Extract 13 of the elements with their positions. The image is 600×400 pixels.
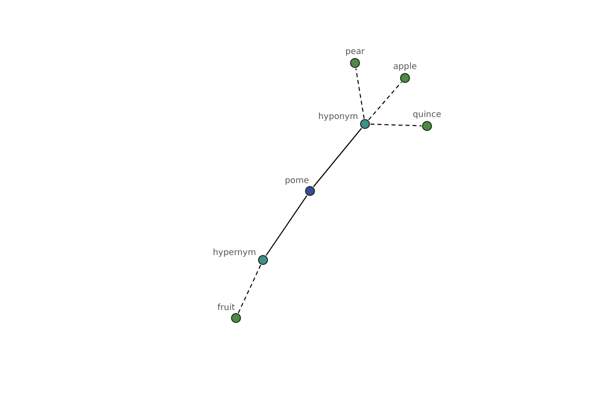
connector-line: [313, 128, 362, 188]
connector-line: [266, 195, 308, 256]
dashed-connector: [368, 82, 402, 120]
dashed-connector: [355, 68, 365, 120]
node-label: hyponym: [318, 112, 358, 122]
node-label: hypernym: [212, 248, 256, 258]
dashed-connector: [370, 124, 422, 126]
node-label: quince: [412, 110, 442, 120]
dashed-connector: [238, 264, 262, 314]
node-label: pear: [345, 47, 365, 57]
node-label: apple: [393, 62, 417, 72]
node-label: pome: [284, 176, 309, 186]
node-label: fruit: [217, 303, 235, 313]
